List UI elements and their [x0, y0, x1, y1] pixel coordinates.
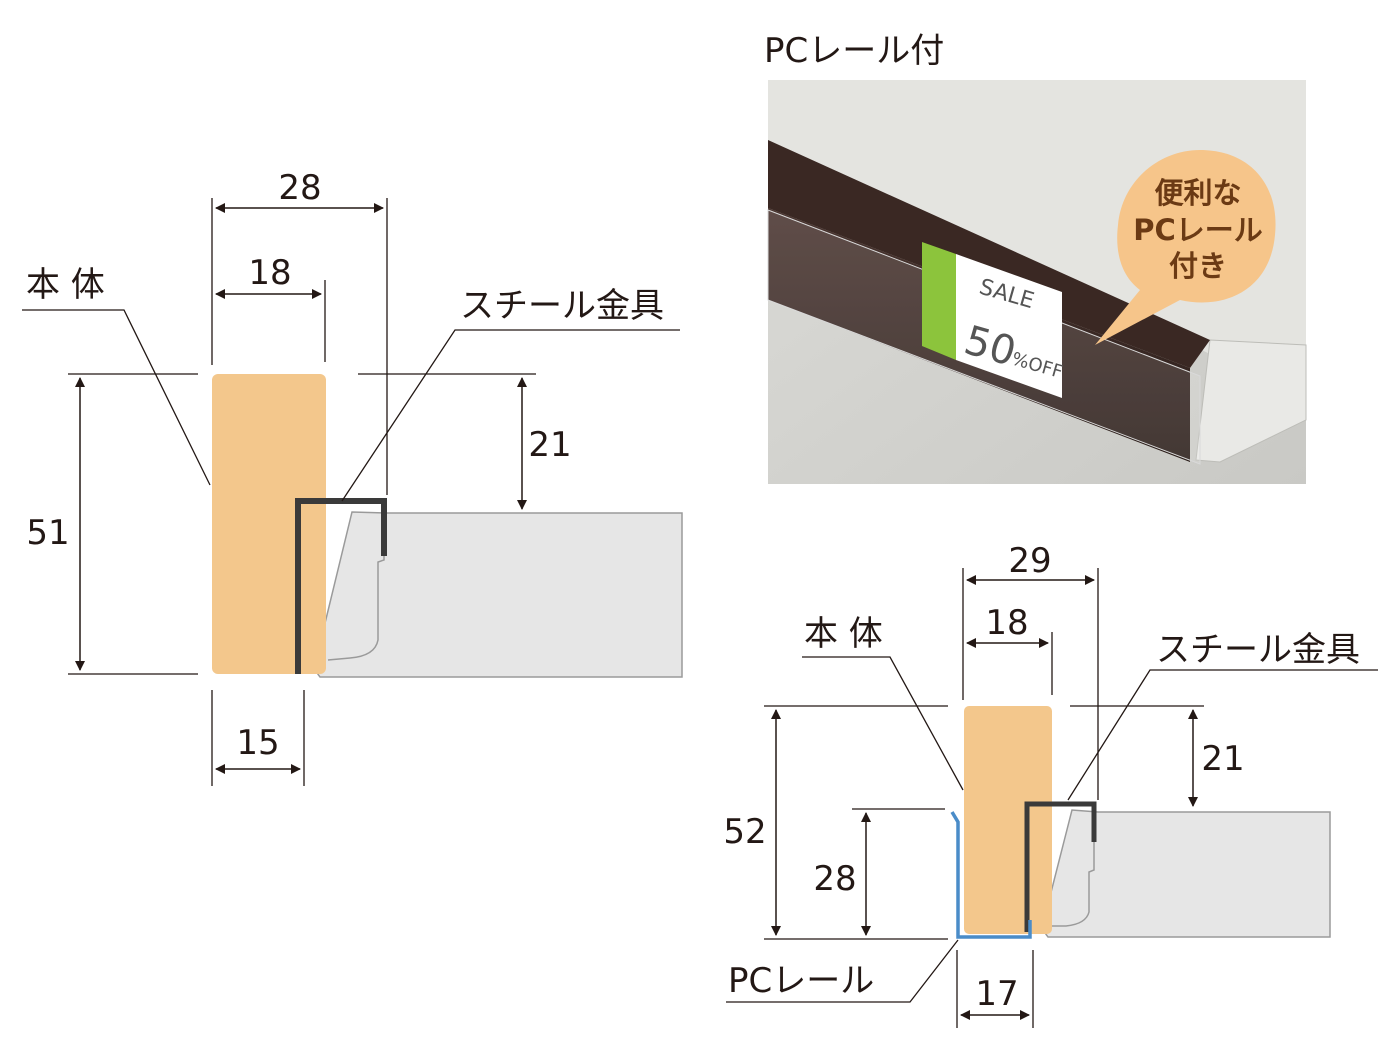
left-dim-18: 18	[248, 253, 291, 293]
product-photo: PCレール付 SALE 50 %OFF 便利な PCレール 付き	[764, 31, 1307, 484]
right-body-label: 本 体	[804, 614, 883, 654]
left-body-wood	[212, 374, 326, 674]
left-dim-51: 51	[26, 513, 69, 553]
left-steel-bracket	[295, 498, 387, 674]
right-extension-lines	[726, 568, 1378, 1028]
feature-bubble: 便利な PCレール 付き	[1095, 150, 1276, 345]
right-shelf-inner-line	[1052, 840, 1095, 927]
right-dim-17: 17	[975, 974, 1018, 1014]
right-dim-28: 28	[813, 859, 856, 899]
right-body-wood	[964, 706, 1052, 934]
left-dim-28: 28	[278, 168, 321, 208]
left-shelf-inner-line	[327, 520, 385, 661]
left-diagram: 28 18 51 21 15 本 体 スチール金具	[22, 168, 683, 786]
photo-shelf-lip	[1195, 339, 1307, 463]
photo-wood-top	[768, 140, 1210, 368]
right-steel-bracket	[1024, 801, 1097, 932]
right-dim-18: 18	[985, 603, 1028, 643]
bubble-line-3: 付き	[1169, 249, 1227, 283]
left-dim-15: 15	[236, 723, 279, 763]
feature-bubble-shape	[1095, 150, 1276, 345]
right-dim-29: 29	[1008, 541, 1051, 581]
right-dimension-lines	[771, 575, 1198, 1020]
left-extension-lines	[22, 198, 680, 786]
right-dim-21: 21	[1201, 739, 1244, 779]
right-rail-label: PCレール	[728, 961, 874, 1001]
photo-title: PCレール付	[764, 31, 944, 71]
right-bracket-label: スチール金具	[1156, 630, 1360, 670]
left-dimension-lines	[75, 203, 527, 774]
right-dim-52: 52	[723, 812, 766, 852]
left-body-label: 本 体	[26, 265, 105, 305]
price-tag-green-strip	[922, 242, 956, 360]
bubble-line-1: 便利な	[1154, 176, 1241, 210]
right-pc-rail	[950, 811, 1032, 939]
right-diagram: 29 18 52 28 21 17 本 体 スチール金具 PCレール	[723, 541, 1378, 1028]
left-bracket-label: スチール金具	[460, 286, 664, 326]
bubble-line-2: PCレール	[1133, 213, 1263, 247]
left-dim-21: 21	[528, 425, 571, 465]
price-tag	[956, 254, 1062, 398]
